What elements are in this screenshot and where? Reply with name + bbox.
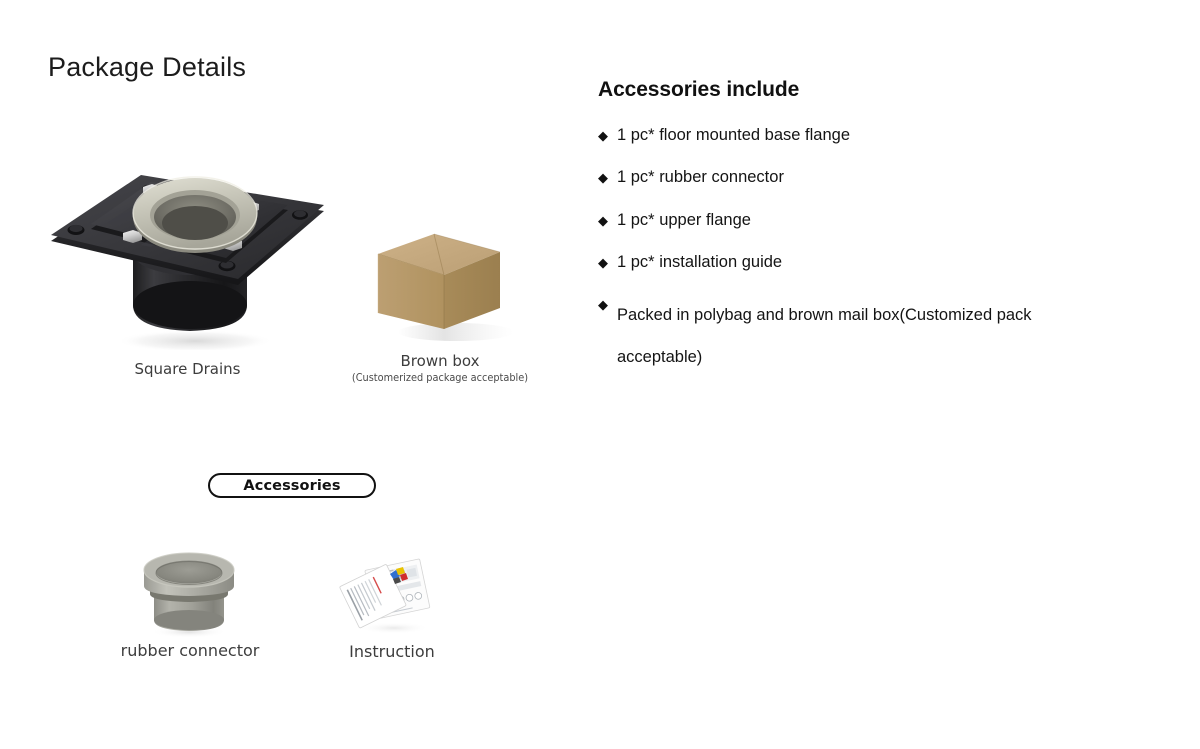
package-figures-column: Square Drains	[0, 0, 580, 749]
accessories-include-panel: Accessories include ◆ 1 pc* floor mounte…	[598, 78, 1118, 378]
accessories-include-heading: Accessories include	[598, 78, 800, 101]
brown-box-illustration	[377, 233, 514, 341]
brown-box-figure	[360, 228, 520, 350]
instruction-caption: Instruction	[349, 642, 435, 661]
list-item-label: 1 pc* floor mounted base flange	[617, 126, 850, 144]
diamond-bullet-icon: ◆	[598, 128, 608, 143]
list-item: ◆ 1 pc* upper flange	[598, 210, 1118, 232]
list-item-label: 1 pc* upper flange	[617, 210, 751, 229]
square-drain-illustration	[51, 175, 324, 350]
diamond-bullet-icon: ◆	[598, 297, 608, 313]
square-drain-caption: Square Drains	[134, 360, 241, 378]
diamond-bullet-icon: ◆	[598, 212, 608, 228]
rubber-connector-caption: rubber connector	[120, 641, 260, 660]
list-item-label: Packed in polybag and brown mail box(Cus…	[617, 306, 1032, 367]
brown-box-caption: Brown box (Customerized package acceptab…	[345, 352, 535, 384]
instruction-illustration	[339, 558, 431, 634]
accessories-include-list: ◆ 1 pc* floor mounted base flange ◆ 1 pc…	[598, 125, 1118, 378]
list-item: ◆ 1 pc* installation guide	[598, 252, 1118, 274]
list-item-label: 1 pc* installation guide	[617, 252, 783, 271]
brown-box-caption-main: Brown box	[400, 352, 480, 370]
square-drain-figure	[45, 145, 330, 350]
list-item: ◆ 1 pc* floor mounted base flange	[598, 125, 1118, 147]
diamond-bullet-icon: ◆	[598, 170, 608, 186]
rubber-connector-figure	[128, 548, 250, 638]
list-item: ◆ Packed in polybag and brown mail box(C…	[598, 294, 1118, 378]
accessories-badge: Accessories	[208, 473, 376, 498]
diamond-bullet-icon: ◆	[598, 254, 608, 270]
list-item: ◆ 1 pc* rubber connector	[598, 167, 1118, 189]
instruction-figure	[336, 552, 448, 638]
brown-box-caption-sub: (Customerized package acceptable)	[351, 371, 529, 384]
rubber-connector-illustration	[143, 552, 235, 638]
accessories-badge-label: Accessories	[243, 477, 341, 494]
page-title: Package Details	[48, 52, 247, 82]
instruction-color-accent	[390, 567, 408, 584]
list-item-label: 1 pc* rubber connector	[617, 168, 784, 187]
